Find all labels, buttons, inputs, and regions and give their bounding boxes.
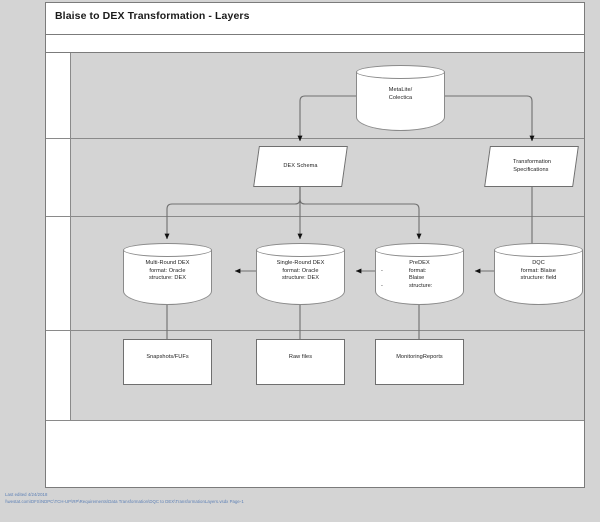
predex-bullet1-marker: -	[381, 267, 383, 274]
footer-file-path: \\westat.com\DFS\NDPC\TCH-UP\RP\Requirem…	[5, 498, 244, 504]
footer: Last edited 4/24/2018 \\westat.com\DFS\N…	[5, 492, 565, 505]
multi-round-dex-label-line1: Multi-Round DEX	[145, 260, 190, 266]
swimlane-row-1	[46, 53, 584, 139]
shape-multi-round-dex[interactable]: Multi-Round DEX format: Oracle structure…	[123, 243, 212, 305]
shape-snapshots-fufs[interactable]: Snapshots/FUFs	[123, 339, 212, 385]
cylinder-body	[356, 72, 445, 131]
swimlane-header-1	[46, 53, 71, 138]
swimlane-body-1	[71, 53, 584, 138]
transformation-specs-label-line2: Specifications	[513, 166, 549, 173]
multi-round-dex-label-line3: structure: DEX	[148, 275, 187, 282]
cylinder-body	[256, 250, 345, 305]
dqc-label-line1: DQC	[532, 260, 545, 266]
diagram-sheet: Blaise to DEX Transformation - Layers	[45, 2, 585, 488]
cylinder-top	[494, 243, 583, 257]
shape-single-round-dex[interactable]: Single-Round DEX format: Oracle structur…	[256, 243, 345, 305]
subtitle-band	[46, 35, 584, 53]
cylinder-body	[494, 250, 583, 305]
transformation-specs-label-line1: Transformation	[512, 159, 552, 165]
swimlane-header-2	[46, 139, 71, 216]
snapshots-label: Snapshots/FUFs	[146, 354, 189, 360]
cylinder-top	[356, 65, 445, 79]
predex-bullet1-text: format:	[409, 267, 427, 274]
page-title: Blaise to DEX Transformation - Layers	[55, 10, 250, 22]
cylinder-body	[123, 250, 212, 305]
shape-dex-schema[interactable]: DEX Schema	[253, 146, 348, 187]
footer-last-edited: Last edited 4/24/2018	[5, 492, 48, 497]
swimlane-label-4	[46, 331, 70, 420]
shape-predex[interactable]: PreDEX - format: Blaise - structure:	[375, 243, 464, 305]
metalite-label-line2: Colectica	[388, 94, 413, 101]
dqc-label-line3: structure: field	[520, 275, 557, 282]
shape-dqc[interactable]: DQC format: Blaise structure: field	[494, 243, 583, 305]
swimlane-label-2	[46, 139, 70, 216]
cylinder-top	[256, 243, 345, 257]
swimlane-header-3	[46, 217, 71, 330]
cylinder-body	[375, 250, 464, 305]
swimlane-label-3	[46, 217, 70, 330]
shape-transformation-specifications[interactable]: Transformation Specifications	[484, 146, 579, 187]
shape-raw-files[interactable]: Raw files	[256, 339, 345, 385]
single-round-dex-label-line3: structure: DEX	[281, 275, 320, 282]
metalite-label-line1: MetaLite/	[388, 87, 413, 93]
dqc-label-line2: format: Blaise	[521, 267, 556, 274]
dex-schema-label: DEX Schema	[283, 163, 318, 169]
title-band: Blaise to DEX Transformation - Layers	[46, 3, 584, 35]
predex-bullet1-text2: Blaise	[409, 275, 425, 282]
swimlane-label-1	[46, 53, 70, 138]
predex-bullet2-marker: -	[381, 282, 383, 289]
monitoring-reports-label: MonitoringReports	[396, 354, 443, 360]
single-round-dex-label-line2: format: Oracle	[282, 267, 319, 274]
predex-label-line1: PreDEX	[409, 260, 430, 266]
cylinder-top	[375, 243, 464, 257]
shape-metalite-colectica[interactable]: MetaLite/ Colectica	[356, 65, 445, 131]
predex-bullet2-text: structure:	[409, 282, 433, 289]
shape-monitoring-reports[interactable]: MonitoringReports	[375, 339, 464, 385]
cylinder-top	[123, 243, 212, 257]
single-round-dex-label-line1: Single-Round DEX	[276, 260, 325, 266]
swimlane-header-4	[46, 331, 71, 420]
raw-files-label: Raw files	[288, 354, 313, 360]
multi-round-dex-label-line2: format: Oracle	[149, 267, 186, 274]
